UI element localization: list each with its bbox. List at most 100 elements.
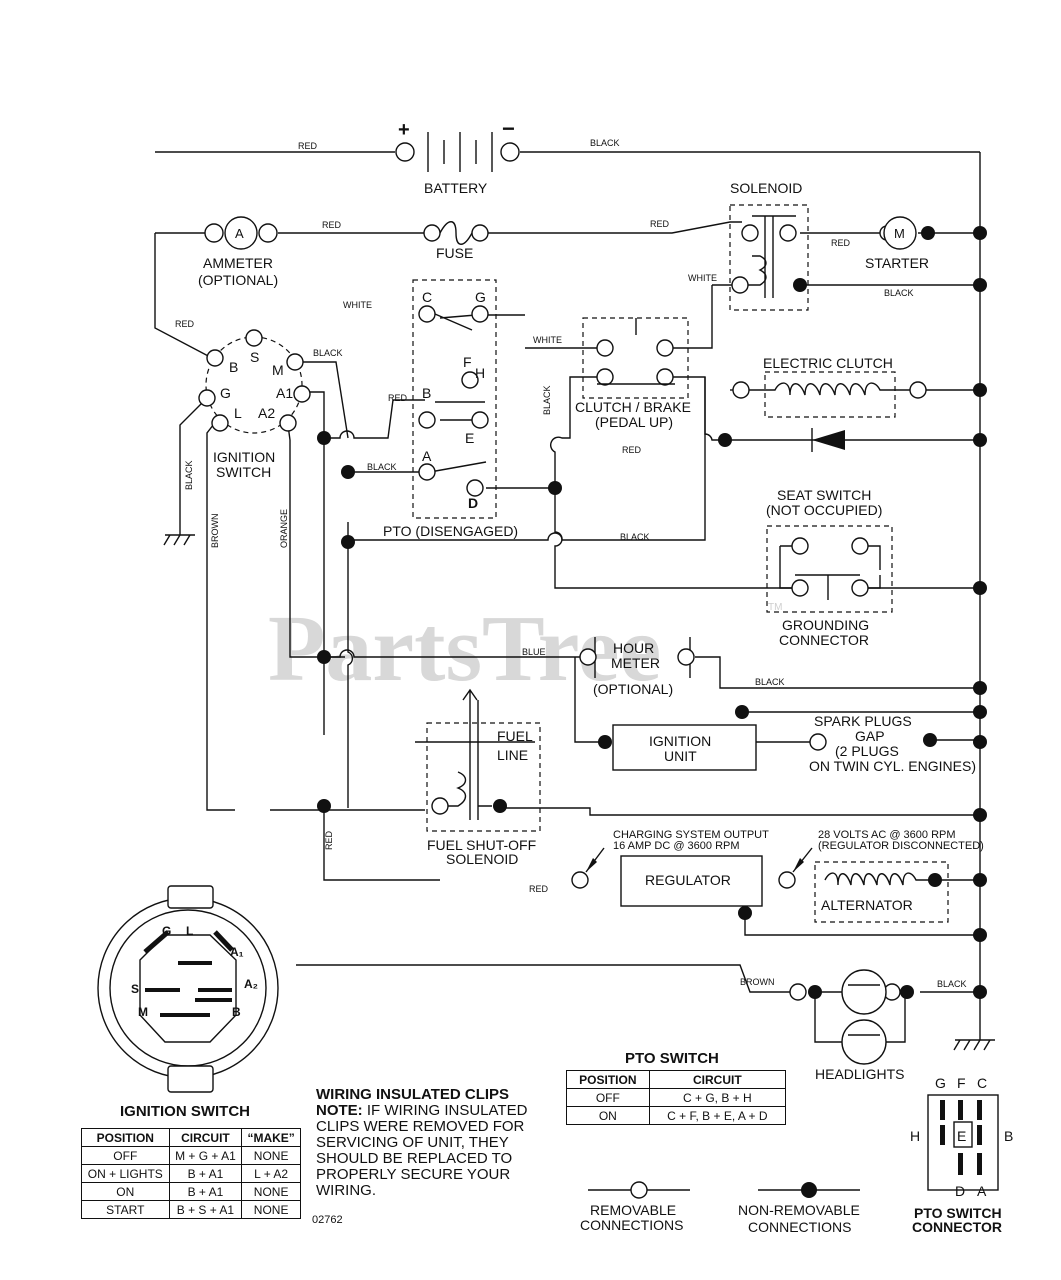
table-row: OFF C + G, B + H xyxy=(566,1088,787,1107)
wire-red-left: RED xyxy=(175,319,195,329)
wire-orange: ORANGE xyxy=(279,509,289,548)
hour-meter-optional: (OPTIONAL) xyxy=(593,681,673,697)
ignition-table-title: IGNITION SWITCH xyxy=(120,1103,250,1120)
wire-black-ign-m: BLACK xyxy=(313,348,343,358)
note-title: WIRING INSULATED CLIPS xyxy=(316,1086,510,1103)
hour-meter-label: HOUR xyxy=(613,640,654,656)
pto-conn-c: C xyxy=(977,1075,987,1091)
clutch-label-2: (PEDAL UP) xyxy=(595,414,673,430)
note-line-5: PROPERLY SECURE YOUR xyxy=(316,1166,511,1183)
table-row: ON C + F, B + E, A + D xyxy=(566,1106,787,1125)
legend-nonremovable-2: CONNECTIONS xyxy=(748,1219,851,1235)
wire-white-clutch: WHITE xyxy=(533,335,562,345)
wire-brown-head: BROWN xyxy=(740,977,775,987)
ignition-unit: IGNITION UNIT SPARK PLUGS GAP (2 PLUGS O… xyxy=(612,713,976,774)
pto-connector-title: PTO SWITCH xyxy=(914,1205,1002,1221)
wire-red-battery: RED xyxy=(298,141,318,151)
table-row: OFF M + G + A1 NONE xyxy=(81,1146,301,1165)
seat-switch: SEAT SWITCH (NOT OCCUPIED) GROUNDING CON… xyxy=(766,487,893,648)
junction-nodes xyxy=(317,226,987,999)
spark-twin-label: ON TWIN CYL. ENGINES) xyxy=(809,758,976,774)
pto-terminal-f: F xyxy=(463,354,472,370)
battery: + − BATTERY xyxy=(395,116,520,196)
ignition-switch-table: POSITION CIRCUIT “MAKE” OFF M + G + A1 N… xyxy=(81,1128,301,1219)
connector-s: S xyxy=(131,982,139,996)
ignition-cell: B + A1 xyxy=(168,1164,243,1183)
wire-black-clutch: BLACK xyxy=(542,385,552,415)
wire-red-ammeter: RED xyxy=(322,220,342,230)
ignition-cell: B + A1 xyxy=(168,1182,243,1201)
pto-conn-d: D xyxy=(955,1183,965,1199)
pto-terminal-b: B xyxy=(422,385,431,401)
spark-gap-label: GAP xyxy=(855,728,885,744)
legend-removable-2: CONNECTIONS xyxy=(580,1217,683,1233)
battery-label: BATTERY xyxy=(424,180,488,196)
headlights-label: HEADLIGHTS xyxy=(815,1066,904,1082)
ignition-connector: G L A₁ A₂ S M B xyxy=(97,885,279,1093)
pto-cell: C + F, B + E, A + D xyxy=(648,1106,787,1125)
ignition-cell: NONE xyxy=(241,1200,301,1219)
connector-a1: A₁ xyxy=(230,945,244,959)
electric-clutch-label: ELECTRIC CLUTCH xyxy=(763,355,893,371)
pto-switch: C G F H B E A D PTO (DISENGAGED) xyxy=(383,279,518,539)
ign-terminal-a1: A1 xyxy=(276,385,293,401)
fuel-line-label-2: LINE xyxy=(497,747,528,763)
spark-plugs-label: SPARK PLUGS xyxy=(814,713,912,729)
wire-blue: BLUE xyxy=(522,647,546,657)
ignition-cell: ON xyxy=(81,1182,170,1201)
note-line-6: WIRING. xyxy=(316,1182,376,1199)
diagram-code: 02762 xyxy=(312,1214,343,1226)
seat-label: SEAT SWITCH xyxy=(777,487,871,503)
solenoid: SOLENOID xyxy=(729,180,809,311)
connector-g: G xyxy=(162,924,171,938)
charging-output-label: CHARGING SYSTEM OUTPUT xyxy=(613,829,769,841)
starter-label: STARTER xyxy=(865,255,929,271)
spark-plugs-count: (2 PLUGS xyxy=(835,743,899,759)
regulator: REGULATOR CHARGING SYSTEM OUTPUT 16 AMP … xyxy=(571,829,984,907)
fuel-line-label: FUEL xyxy=(497,728,533,744)
ignition-cell: M + G + A1 xyxy=(168,1146,243,1165)
ign-terminal-b: B xyxy=(229,359,238,375)
electric-clutch: ELECTRIC CLUTCH xyxy=(732,355,927,418)
volts-regulator-label: (REGULATOR DISCONNECTED) xyxy=(818,840,984,852)
clutch-brake: CLUTCH / BRAKE (PEDAL UP) xyxy=(575,317,691,430)
ignition-unit-label: IGNITION xyxy=(649,733,711,749)
table-row: ON + LIGHTS B + A1 L + A2 xyxy=(81,1164,301,1183)
wire-red-pto-b: RED xyxy=(388,393,408,403)
fuse: FUSE xyxy=(423,221,489,261)
wiring-note: WIRING INSULATED CLIPS NOTE: IF WIRING I… xyxy=(316,1087,566,1199)
ignition-cell: ON + LIGHTS xyxy=(81,1164,170,1183)
alternator-label: ALTERNATOR xyxy=(821,897,913,913)
pto-connector-title-2: CONNECTOR xyxy=(912,1219,1002,1235)
pto-terminal-e: E xyxy=(465,430,474,446)
wire-brown: BROWN xyxy=(210,514,220,549)
ign-terminal-m: M xyxy=(272,362,284,378)
solenoid-label: SOLENOID xyxy=(730,180,802,196)
wire-black-ground: BLACK xyxy=(184,460,194,490)
note-line-4: SHOULD BE REPLACED TO xyxy=(316,1150,513,1167)
ign-terminal-g: G xyxy=(220,385,231,401)
hour-meter: HOUR METER (OPTIONAL) xyxy=(579,637,695,697)
note-line-3: SERVICING OF UNIT, THEY xyxy=(316,1134,509,1151)
note-line-2: CLIPS WERE REMOVED FOR xyxy=(316,1118,525,1135)
pto-cell: OFF xyxy=(566,1088,650,1107)
note-line-1: NOTE: IF WIRING INSULATED xyxy=(316,1103,566,1119)
ignition-header-position: POSITION xyxy=(81,1128,170,1147)
seat-label-2: (NOT OCCUPIED) xyxy=(766,502,882,518)
legend-nonremovable: NON-REMOVABLE xyxy=(738,1202,860,1218)
pto-label: PTO (DISENGAGED) xyxy=(383,523,518,539)
connector-b: B xyxy=(232,1005,241,1019)
pto-conn-h: H xyxy=(910,1128,920,1144)
wire-red-charging: RED xyxy=(529,884,549,894)
battery-minus: − xyxy=(502,116,515,141)
grounding-label: GROUNDING xyxy=(782,617,869,633)
pto-conn-g: G xyxy=(935,1075,946,1091)
pto-switch-connector: G F C H B E D A PTO SWITCH CONNECTOR xyxy=(910,1075,1013,1235)
charging-amps-label: 16 AMP DC @ 3600 RPM xyxy=(613,840,740,852)
wire-white-solenoid: WHITE xyxy=(688,273,717,283)
ignition-unit-label-2: UNIT xyxy=(664,748,697,764)
note-text-1: IF WIRING INSULATED xyxy=(362,1102,528,1119)
ignition-label: IGNITION xyxy=(213,449,275,465)
ign-terminal-l: L xyxy=(234,405,242,421)
